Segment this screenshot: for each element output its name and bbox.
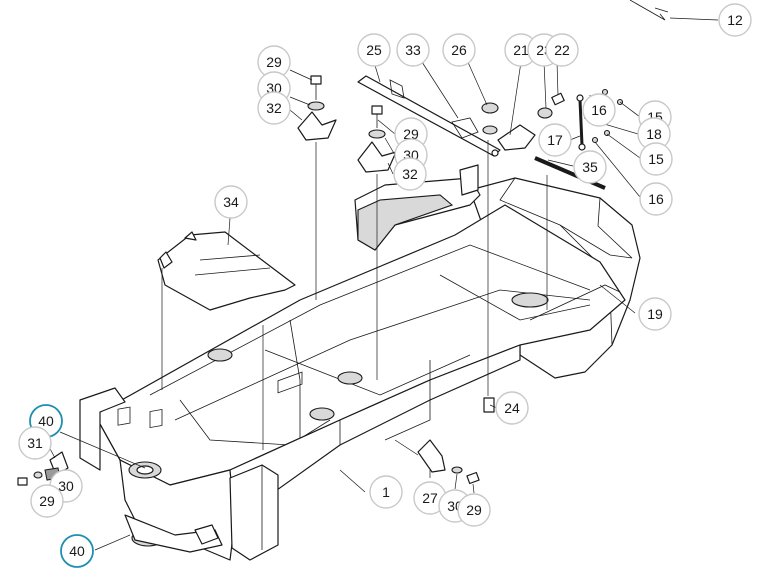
callout-22: 22 <box>545 33 579 67</box>
svg-text:15: 15 <box>648 151 664 167</box>
svg-text:30: 30 <box>58 478 74 494</box>
callout-19: 19 <box>638 297 672 331</box>
svg-text:16: 16 <box>648 191 664 207</box>
svg-text:24: 24 <box>504 400 520 416</box>
svg-text:18: 18 <box>646 126 662 142</box>
svg-text:12: 12 <box>727 12 743 28</box>
callout-40: 40 <box>60 534 94 568</box>
callout-17: 17 <box>538 123 572 157</box>
callout-32: 32 <box>393 157 427 191</box>
callout-15: 15 <box>639 142 673 176</box>
callout-29: 29 <box>457 493 491 527</box>
svg-text:29: 29 <box>39 493 55 509</box>
svg-text:29: 29 <box>466 502 482 518</box>
callout-29: 29 <box>257 45 291 79</box>
svg-text:33: 33 <box>405 42 421 58</box>
callout-24: 24 <box>495 391 529 425</box>
callout-12: 12 <box>718 3 752 37</box>
cover-plate-34 <box>157 231 296 311</box>
rear-tray <box>354 164 481 251</box>
svg-text:17: 17 <box>547 132 563 148</box>
callout-32: 32 <box>257 91 291 125</box>
svg-text:40: 40 <box>38 413 54 429</box>
callout-1: 1 <box>369 475 403 509</box>
svg-text:27: 27 <box>422 490 438 506</box>
bracket-bar-25 <box>357 75 501 157</box>
callout-26: 26 <box>442 33 476 67</box>
svg-text:21: 21 <box>513 42 529 58</box>
svg-text:31: 31 <box>27 435 43 451</box>
callout-35: 35 <box>573 150 607 184</box>
fasteners-top <box>297 75 624 173</box>
svg-text:25: 25 <box>366 42 382 58</box>
svg-text:29: 29 <box>403 126 419 142</box>
callout-25: 25 <box>357 33 391 67</box>
svg-text:19: 19 <box>647 306 663 322</box>
svg-text:29: 29 <box>266 54 282 70</box>
part-12-fragment <box>629 0 669 21</box>
callout-31: 31 <box>18 426 52 460</box>
svg-text:34: 34 <box>223 194 239 210</box>
bracket-21 <box>497 124 536 151</box>
callout-29: 29 <box>30 484 64 518</box>
svg-text:22: 22 <box>554 42 570 58</box>
leader-lines <box>47 17 719 551</box>
svg-text:32: 32 <box>266 100 282 116</box>
callout-21: 21 <box>504 33 538 67</box>
main-frame <box>79 177 641 561</box>
callout-27: 27 <box>413 481 447 515</box>
callout-16: 16 <box>582 93 616 127</box>
svg-text:16: 16 <box>591 102 607 118</box>
svg-text:32: 32 <box>402 166 418 182</box>
callout-34: 34 <box>214 185 248 219</box>
svg-text:40: 40 <box>69 543 85 559</box>
svg-text:26: 26 <box>451 42 467 58</box>
callout-33: 33 <box>396 33 430 67</box>
svg-text:35: 35 <box>582 159 598 175</box>
svg-text:1: 1 <box>382 484 390 500</box>
callout-16: 16 <box>639 182 673 216</box>
